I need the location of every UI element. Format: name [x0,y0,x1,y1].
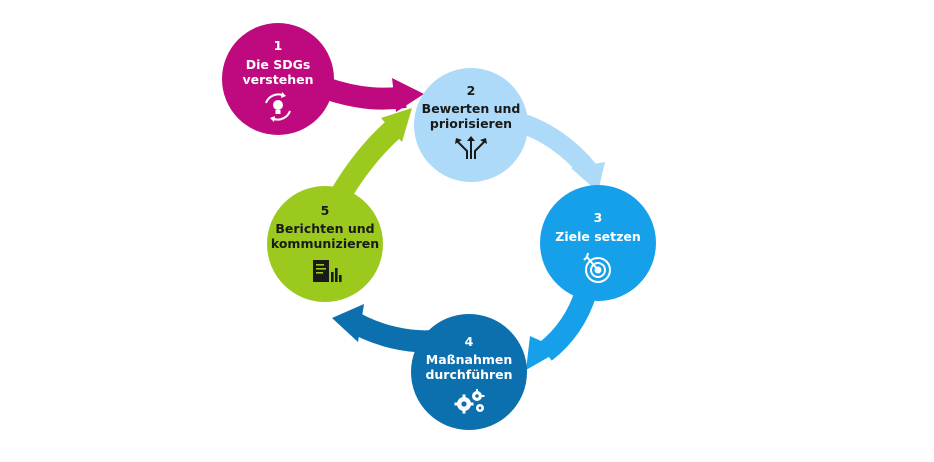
step-2-number: 2 [467,83,476,98]
step-3-node: 3 Ziele setzen [540,185,656,301]
step-5-label-line2: kommunizieren [271,236,379,251]
step-1-label-line1: Die SDGs [246,57,311,72]
step-3-label-line1: Ziele setzen [555,229,641,244]
step-5-label-line1: Berichten und [275,221,374,236]
step-4-label-line1: Maßnahmen [426,352,513,367]
lightbulb-cycle-icon [265,92,291,122]
step-5-node: 5 Berichten und kommunizieren [267,186,383,302]
step-4-node: 4 Maßnahmen durchführen [411,314,527,430]
step-4-number: 4 [465,334,474,349]
arrow-3-to-4 [526,288,597,370]
step-1-label-line2: verstehen [243,72,314,87]
step-5-number: 5 [321,203,330,218]
target-icon [583,252,611,283]
step-4-label-line2: durchführen [425,367,512,382]
diverging-arrows-icon [455,136,487,159]
step-2-label-line1: Bewerten und [422,101,521,116]
step-1-number: 1 [274,38,283,53]
step-3-number: 3 [594,210,603,225]
step-1-node: 1 Die SDGs verstehen [222,23,334,135]
gears-icon [454,389,485,414]
arrow-1-to-2 [321,77,424,112]
step-2-node: 2 Bewerten und priorisieren [414,68,528,182]
report-chart-icon [313,260,342,282]
arrow-5-to-2 [330,108,412,202]
step-2-label-line2: priorisieren [430,116,512,131]
